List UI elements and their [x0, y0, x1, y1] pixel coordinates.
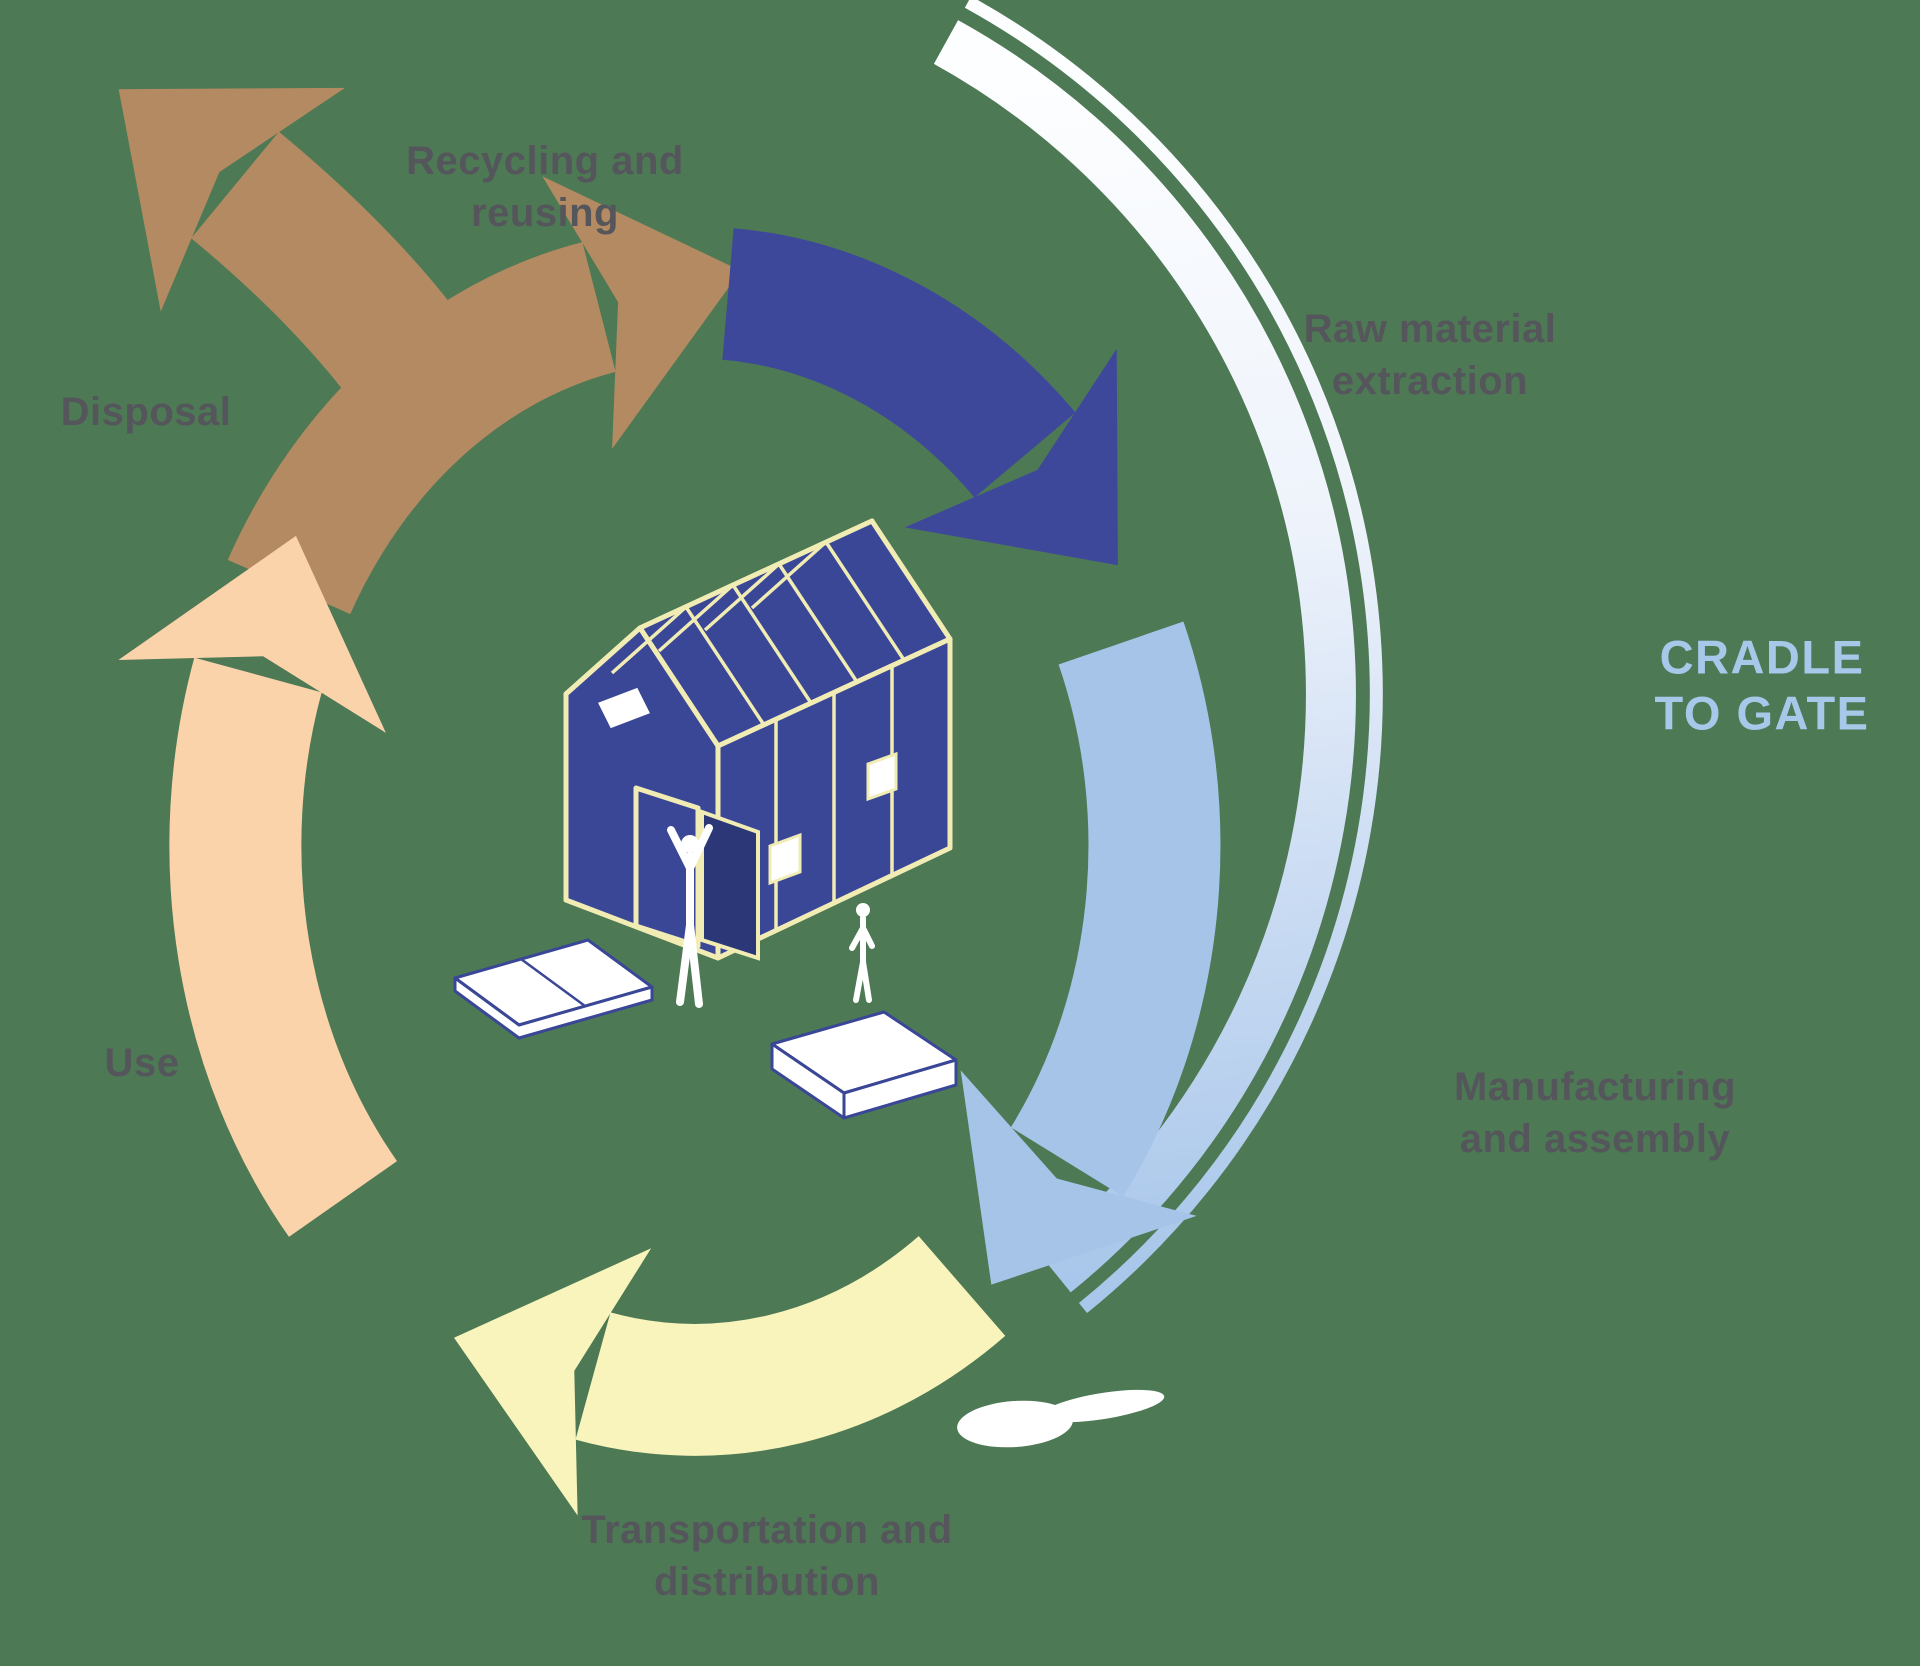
solar-panel — [594, 684, 654, 732]
cradle-arc-band — [933, 20, 1356, 1293]
white-brush-mark — [957, 1389, 1165, 1448]
label-use: Use — [105, 1037, 180, 1089]
shelter-roof-seams — [610, 540, 906, 726]
label-transportation-and-distribution: Transportation and distribution — [581, 1504, 952, 1608]
cradle-arc-outer-stripe — [964, 0, 1383, 1314]
label-line: CRADLE — [1659, 630, 1865, 684]
shelter-illustration — [453, 518, 958, 1120]
label-line: and assembly — [1459, 1117, 1731, 1161]
label-raw-material-extraction: Raw material extraction — [1304, 303, 1557, 407]
recycling-disposal-arrow — [118, 87, 741, 615]
transportation-arrow — [454, 1235, 1006, 1516]
label-cradle-to-gate: CRADLE TO GATE — [1654, 630, 1869, 743]
label-line: reusing — [471, 191, 619, 235]
label-line: TO GATE — [1654, 687, 1870, 740]
label-line: Use — [104, 1041, 180, 1085]
label-line: distribution — [654, 1560, 880, 1604]
label-recycling-and-reusing: Recycling and reusing — [406, 135, 684, 239]
label-disposal: Disposal — [61, 386, 232, 438]
cradle-to-gate-arc — [933, 0, 1383, 1314]
label-manufacturing-and-assembly: Manufacturing and assembly — [1454, 1061, 1736, 1165]
person-figure-1 — [667, 824, 713, 1008]
disposal-arrow — [118, 87, 490, 433]
flatpack-crate-left — [453, 938, 654, 1040]
label-line: Transportation and — [581, 1508, 953, 1552]
label-line: Disposal — [60, 390, 232, 434]
label-line: Raw material — [1303, 307, 1557, 351]
raw-material-arrow — [721, 228, 1118, 566]
label-line: Recycling and — [406, 139, 684, 183]
flatpack-crate-right — [770, 1010, 958, 1120]
shelter-window-2 — [866, 751, 898, 802]
label-line: Manufacturing — [1453, 1065, 1737, 1109]
recycling-arrow — [227, 176, 741, 615]
label-line: extraction — [1331, 359, 1529, 403]
shelter-window-1 — [768, 832, 802, 886]
person-figure-2 — [849, 903, 875, 1003]
shelter-door-panel — [633, 785, 701, 949]
shelter-doorway — [700, 809, 760, 961]
manufacturing-arrow — [960, 621, 1221, 1285]
use-arrow — [118, 535, 398, 1237]
